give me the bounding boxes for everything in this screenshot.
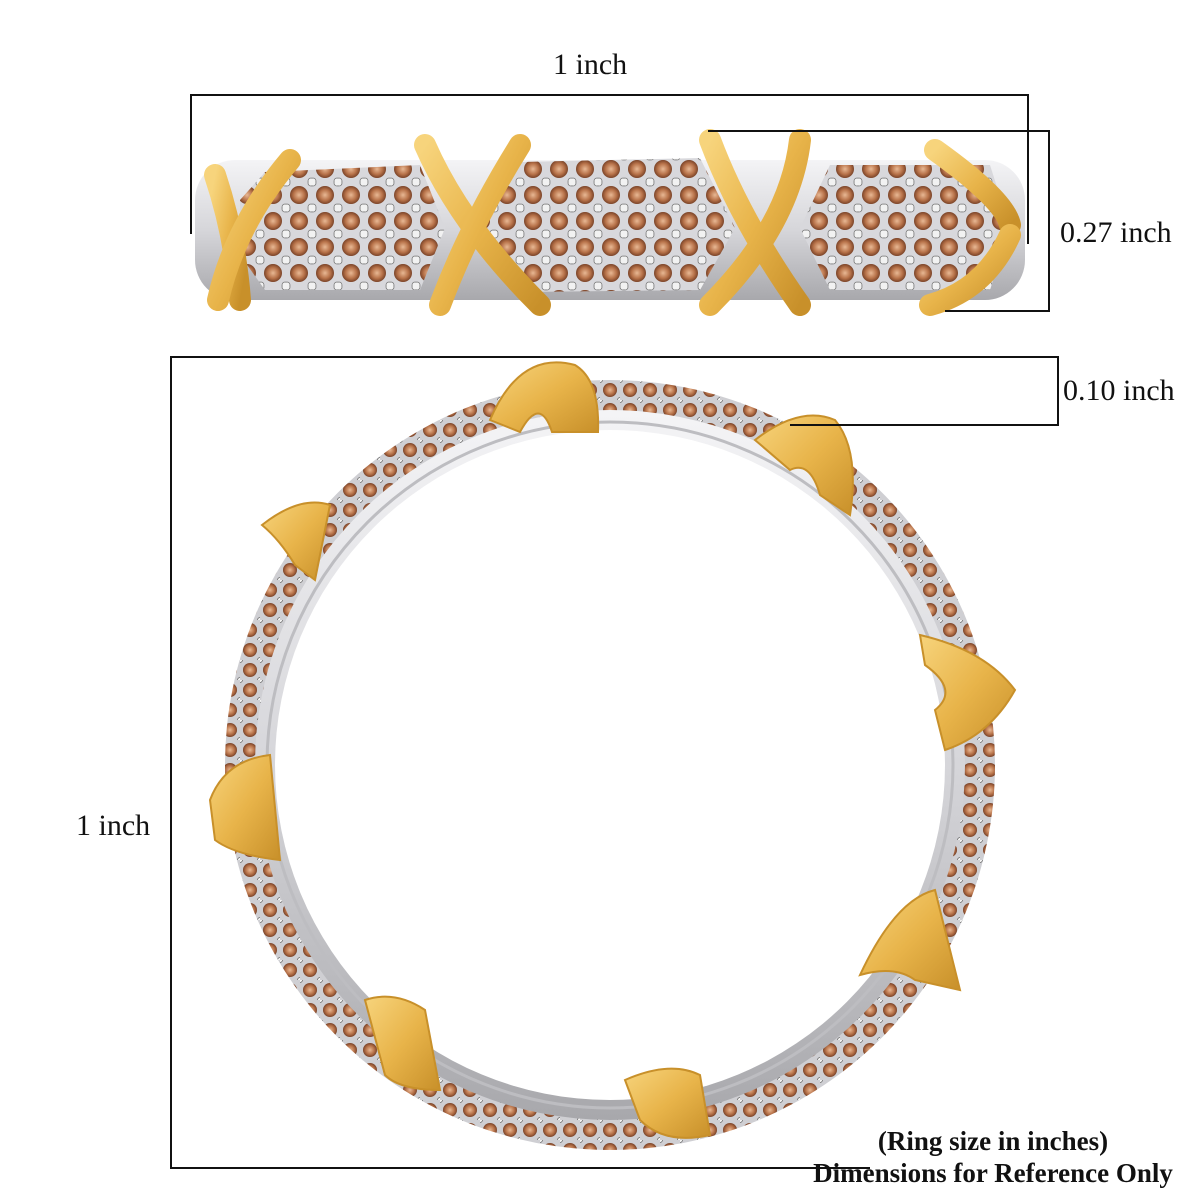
top-width-bracket-top bbox=[190, 94, 1029, 96]
band-width-label: 0.10 inch bbox=[1063, 374, 1175, 407]
diameter-bracket-bottom bbox=[170, 1167, 870, 1169]
reference-note: (Ring size in inches) Dimensions for Ref… bbox=[793, 1126, 1193, 1190]
top-width-bracket-right bbox=[1027, 94, 1029, 244]
top-height-bracket-bottom bbox=[945, 310, 1050, 312]
top-height-bracket-right bbox=[1048, 130, 1050, 312]
ring-side-view bbox=[195, 129, 1025, 316]
diameter-bracket-left bbox=[170, 356, 172, 1169]
top-view-width-label: 1 inch bbox=[553, 48, 628, 81]
reference-only-note: Dimensions for Reference Only bbox=[813, 1157, 1173, 1188]
top-view-height-label: 0.27 inch bbox=[1060, 216, 1172, 249]
top-width-bracket-left bbox=[190, 94, 192, 234]
ring-size-unit-note: (Ring size in inches) bbox=[877, 1126, 1109, 1156]
ring-front-view bbox=[208, 361, 1017, 1150]
band-width-bracket-bottom bbox=[790, 424, 1059, 426]
band-width-bracket-right bbox=[1057, 356, 1059, 426]
top-height-bracket-top bbox=[708, 130, 1050, 132]
ring-diameter-label: 1 inch bbox=[76, 809, 151, 842]
band-width-bracket-top bbox=[170, 356, 1059, 358]
